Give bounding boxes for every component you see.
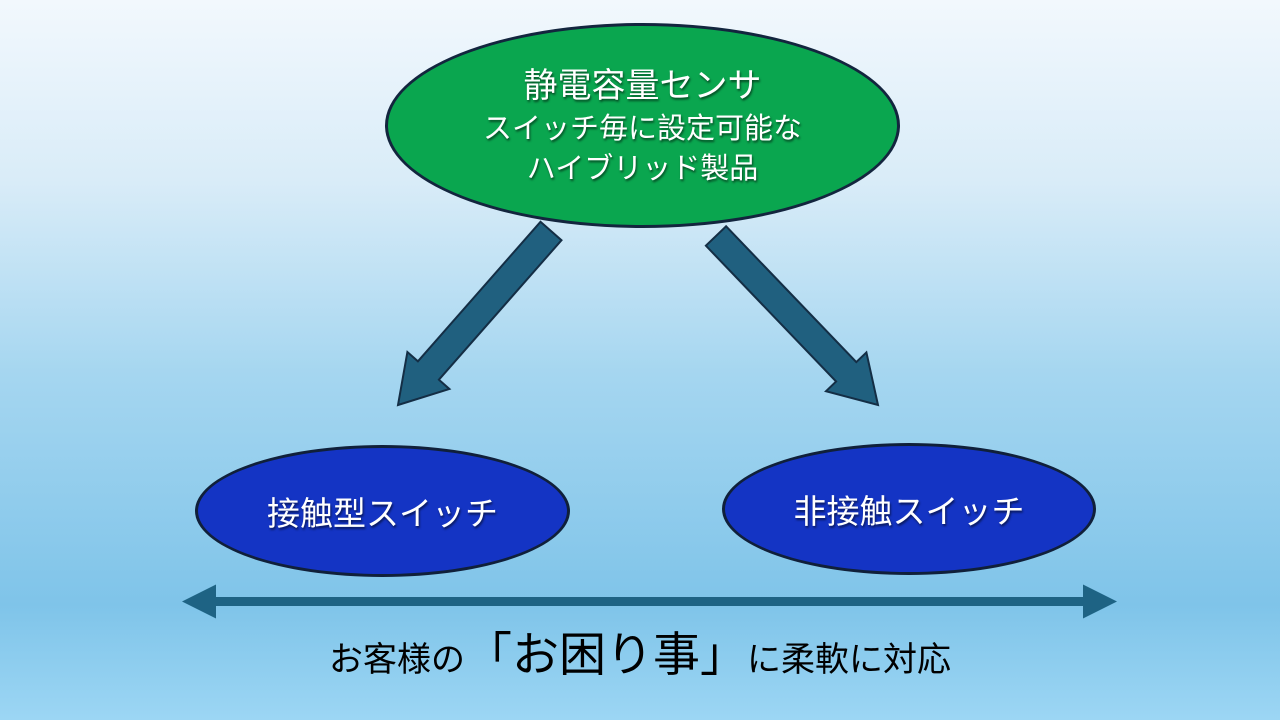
top-ellipse-line2: スイッチ毎に設定可能な [482,112,802,145]
left-ellipse-contact-switch: 接触型スイッチ [195,445,570,577]
right-ellipse-label: 非接触スイッチ [793,493,1025,530]
caption-suffix: に柔軟に対応 [747,641,951,679]
bidirectional-arrow-icon [182,584,1117,619]
caption-emphasis: 「お困り事」 [465,628,747,681]
top-ellipse-capacitive-sensor: 静電容量センサ スイッチ毎に設定可能な ハイブリッド製品 [385,23,900,228]
left-diagonal-arrow-icon [396,220,563,407]
caption-prefix: お客様の [329,641,465,679]
top-ellipse-title: 静電容量センサ [523,66,762,105]
right-ellipse-noncontact-switch: 非接触スイッチ [722,443,1096,575]
caption: お客様の「お困り事」に柔軟に対応 [0,626,1280,685]
right-diagonal-arrow-icon [704,224,880,407]
left-ellipse-label: 接触型スイッチ [267,495,498,532]
top-ellipse-line3: ハイブリッド製品 [526,152,759,185]
